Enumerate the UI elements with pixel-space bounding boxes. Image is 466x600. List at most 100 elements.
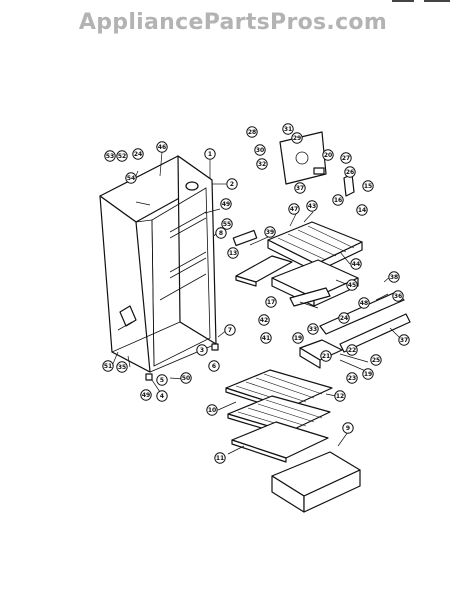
callout-label: 31 [284, 126, 292, 133]
callout-circle [156, 141, 168, 153]
callout-circle [392, 290, 404, 302]
callout-52: 52 [116, 150, 128, 162]
callout-label: 53 [106, 153, 114, 160]
callout-16: 16 [332, 194, 344, 206]
callout-17: 17 [265, 296, 277, 308]
callout-circle [226, 178, 238, 190]
callout-41: 41 [260, 332, 272, 344]
callout-circle [346, 372, 358, 384]
callout-circle [398, 334, 410, 346]
callout-31: 31 [282, 123, 294, 135]
callout-circle [292, 332, 304, 344]
callout-label: 12 [336, 393, 344, 400]
callout-42: 42 [258, 314, 270, 326]
callout-43: 43 [306, 200, 318, 212]
callout-circle [132, 148, 144, 160]
callout-24: 24 [338, 312, 350, 324]
refrigerator-cabinet [99, 155, 219, 381]
callout-circle [362, 180, 374, 192]
callout-circle [104, 150, 116, 162]
callout-label: 51 [104, 363, 112, 370]
callout-label: 9 [346, 425, 350, 432]
callout-54: 54 [125, 172, 137, 184]
callout-13: 13 [227, 247, 239, 259]
callout-circle [254, 144, 266, 156]
callout-19: 19 [362, 368, 374, 380]
callout-label: 22 [348, 347, 356, 354]
callout-label: 33 [309, 326, 317, 333]
callout-label: 44 [352, 261, 360, 268]
callout-47: 47 [288, 203, 300, 215]
callout-12: 12 [334, 390, 346, 402]
callout-label: 8 [219, 230, 223, 237]
callout-label: 32 [258, 161, 266, 168]
callout-45: 45 [346, 279, 358, 291]
callout-36: 36 [392, 290, 404, 302]
callout-circle [116, 361, 128, 373]
callout-44: 44 [350, 258, 362, 270]
callout-label: 11 [216, 455, 224, 462]
callout-circle [370, 354, 382, 366]
callout-label: 49 [142, 392, 150, 399]
callout-50: 50 [180, 372, 192, 384]
callout-23: 23 [346, 372, 358, 384]
callout-circle [288, 203, 300, 215]
callout-circle [334, 390, 346, 402]
callout-15: 15 [362, 180, 374, 192]
callout-label: 6 [212, 363, 216, 370]
callout-7: 7 [224, 324, 236, 336]
callout-label: 19 [294, 335, 302, 342]
callout-27: 27 [340, 152, 352, 164]
callout-circle [264, 226, 276, 238]
callout-circle [346, 279, 358, 291]
callout-label: 50 [182, 375, 190, 382]
callout-label: 25 [372, 357, 380, 364]
callout-53: 53 [104, 150, 116, 162]
callout-label: 35 [118, 364, 126, 371]
callout-circle [332, 194, 344, 206]
callout-circle [340, 152, 352, 164]
callout-circle [221, 218, 233, 230]
callout-circle [196, 344, 208, 356]
callout-2: 2 [226, 178, 238, 190]
callout-label: 52 [118, 153, 126, 160]
callout-48: 48 [358, 297, 370, 309]
callout-circle [180, 372, 192, 384]
callout-49: 49 [220, 198, 232, 210]
callout-label: 14 [358, 207, 366, 214]
callout-label: 23 [348, 375, 356, 382]
callout-circle [338, 312, 350, 324]
callout-label: 46 [158, 144, 166, 151]
callout-38: 38 [388, 271, 400, 283]
callout-label: 30 [256, 147, 264, 154]
callout-39: 39 [264, 226, 276, 238]
callout-label: 20 [324, 152, 332, 159]
callout-label: 48 [360, 300, 368, 307]
callout-32: 32 [256, 158, 268, 170]
callout-circle [358, 297, 370, 309]
callout-5: 5 [156, 374, 168, 386]
callout-37: 37 [398, 334, 410, 346]
callout-label: 13 [229, 250, 237, 257]
callout-label: 29 [293, 135, 301, 142]
callout-label: 16 [334, 197, 342, 204]
callout-circle [116, 150, 128, 162]
callout-label: 27 [342, 155, 350, 162]
callout-label: 37 [400, 337, 408, 344]
callout-circle [294, 182, 306, 194]
callout-label: 55 [223, 221, 231, 228]
callout-29: 29 [291, 132, 303, 144]
callout-circle [306, 200, 318, 212]
callout-20: 20 [322, 149, 334, 161]
callout-label: 24 [134, 151, 142, 158]
callout-label: 2 [230, 181, 234, 188]
callout-circle [258, 314, 270, 326]
callout-label: 41 [262, 335, 270, 342]
lower-shelves-crisper [225, 369, 361, 513]
callout-label: 1 [208, 151, 212, 158]
callout-label: 7 [228, 327, 232, 334]
callout-circle [260, 332, 272, 344]
callout-label: 37 [296, 185, 304, 192]
callout-circle [227, 247, 239, 259]
